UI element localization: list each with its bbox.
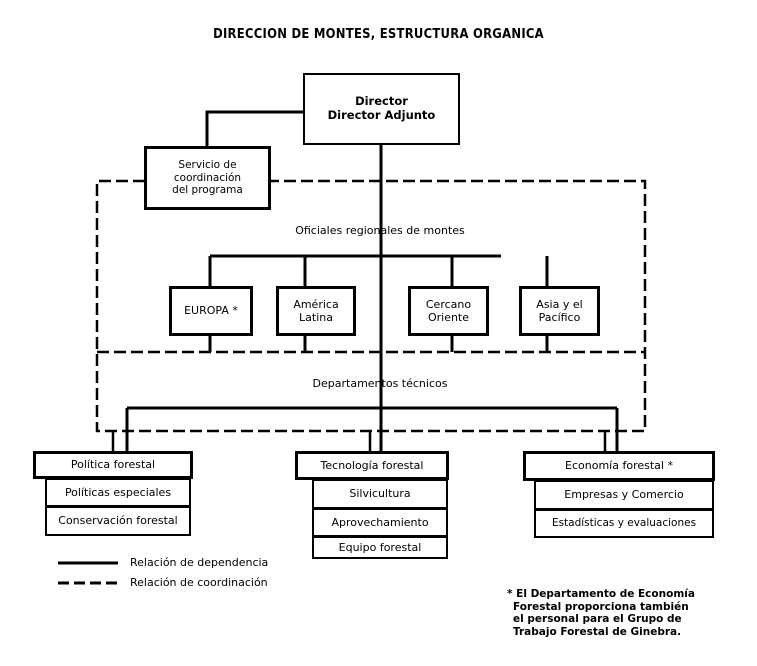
department-forest-technology: Tecnología forestal	[295, 451, 449, 480]
regional-office-asia-pacific: Asia y el Pacífico	[519, 286, 600, 336]
unit-label: Conservación forestal	[58, 514, 178, 528]
unit-enterprises-trade: Empresas y Comercio	[534, 480, 714, 510]
footnote: * El Departamento de Economía Forestal p…	[507, 588, 695, 638]
unit-harvesting: Aprovechamiento	[312, 508, 448, 537]
deputy-director-label: Director Adjunto	[327, 108, 436, 122]
legend-solid-label: Relación de dependencia	[130, 556, 269, 569]
regional-heading: Oficiales regionales de montes	[295, 224, 465, 237]
office-label: América	[293, 297, 339, 311]
office-label: EUROPA *	[184, 304, 238, 318]
unit-statistics-evaluations: Estadísticas y evaluaciones	[534, 509, 714, 538]
footnote-line: el personal para el Grupo de	[513, 613, 682, 626]
department-label: Tecnología forestal	[320, 458, 424, 472]
regional-office-latin-america: América Latina	[276, 286, 356, 336]
regional-office-europe: EUROPA *	[169, 286, 253, 336]
unit-forest-conservation: Conservación forestal	[45, 506, 191, 536]
footnote-line: Forestal proporciona también	[513, 600, 689, 613]
unit-silviculture: Silvicultura	[312, 479, 448, 509]
coordination-service-line3: del programa	[172, 184, 243, 197]
legend-dashed-label: Relación de coordinación	[130, 576, 268, 589]
office-label: Asia y el	[536, 297, 583, 311]
department-label: Economía forestal *	[565, 459, 673, 473]
coordination-service-line1: Servicio de	[178, 159, 237, 172]
coordination-boundary-top	[95, 179, 647, 433]
unit-label: Aprovechamiento	[331, 515, 429, 529]
director-label: Director	[355, 94, 408, 109]
link-director-coordination	[205, 110, 303, 148]
unit-special-policies: Políticas especiales	[45, 478, 191, 507]
office-label: Pacífico	[538, 311, 581, 324]
unit-label: Silvicultura	[349, 487, 411, 501]
unit-label: Equipo forestal	[338, 540, 422, 554]
office-label: Cercano	[425, 297, 472, 311]
unit-label: Estadísticas y evaluaciones	[551, 517, 697, 530]
department-forest-economics: Economía forestal *	[523, 451, 715, 481]
regional-office-near-east: Cercano Oriente	[408, 286, 489, 336]
unit-label: Empresas y Comercio	[564, 488, 684, 502]
unit-forest-equipment: Equipo forestal	[312, 536, 448, 559]
office-label: Oriente	[427, 311, 470, 324]
department-label: Política forestal	[70, 458, 156, 472]
coordination-service-box: Servicio de coordinación del programa	[144, 146, 271, 210]
office-label: Latina	[299, 311, 333, 324]
coordination-service-line2: coordinación	[173, 171, 242, 184]
chart-title: DIRECCION DE MONTES, ESTRUCTURA ORGANICA	[213, 26, 544, 42]
department-forest-policy: Política forestal	[33, 451, 193, 479]
footnote-line: Trabajo Forestal de Ginebra.	[513, 625, 682, 638]
unit-label: Políticas especiales	[64, 485, 172, 499]
footnote-line: * El Departamento de Economía	[507, 588, 695, 600]
technical-heading: Departamentos técnicos	[312, 377, 448, 390]
director-box: Director Director Adjunto	[303, 73, 460, 145]
